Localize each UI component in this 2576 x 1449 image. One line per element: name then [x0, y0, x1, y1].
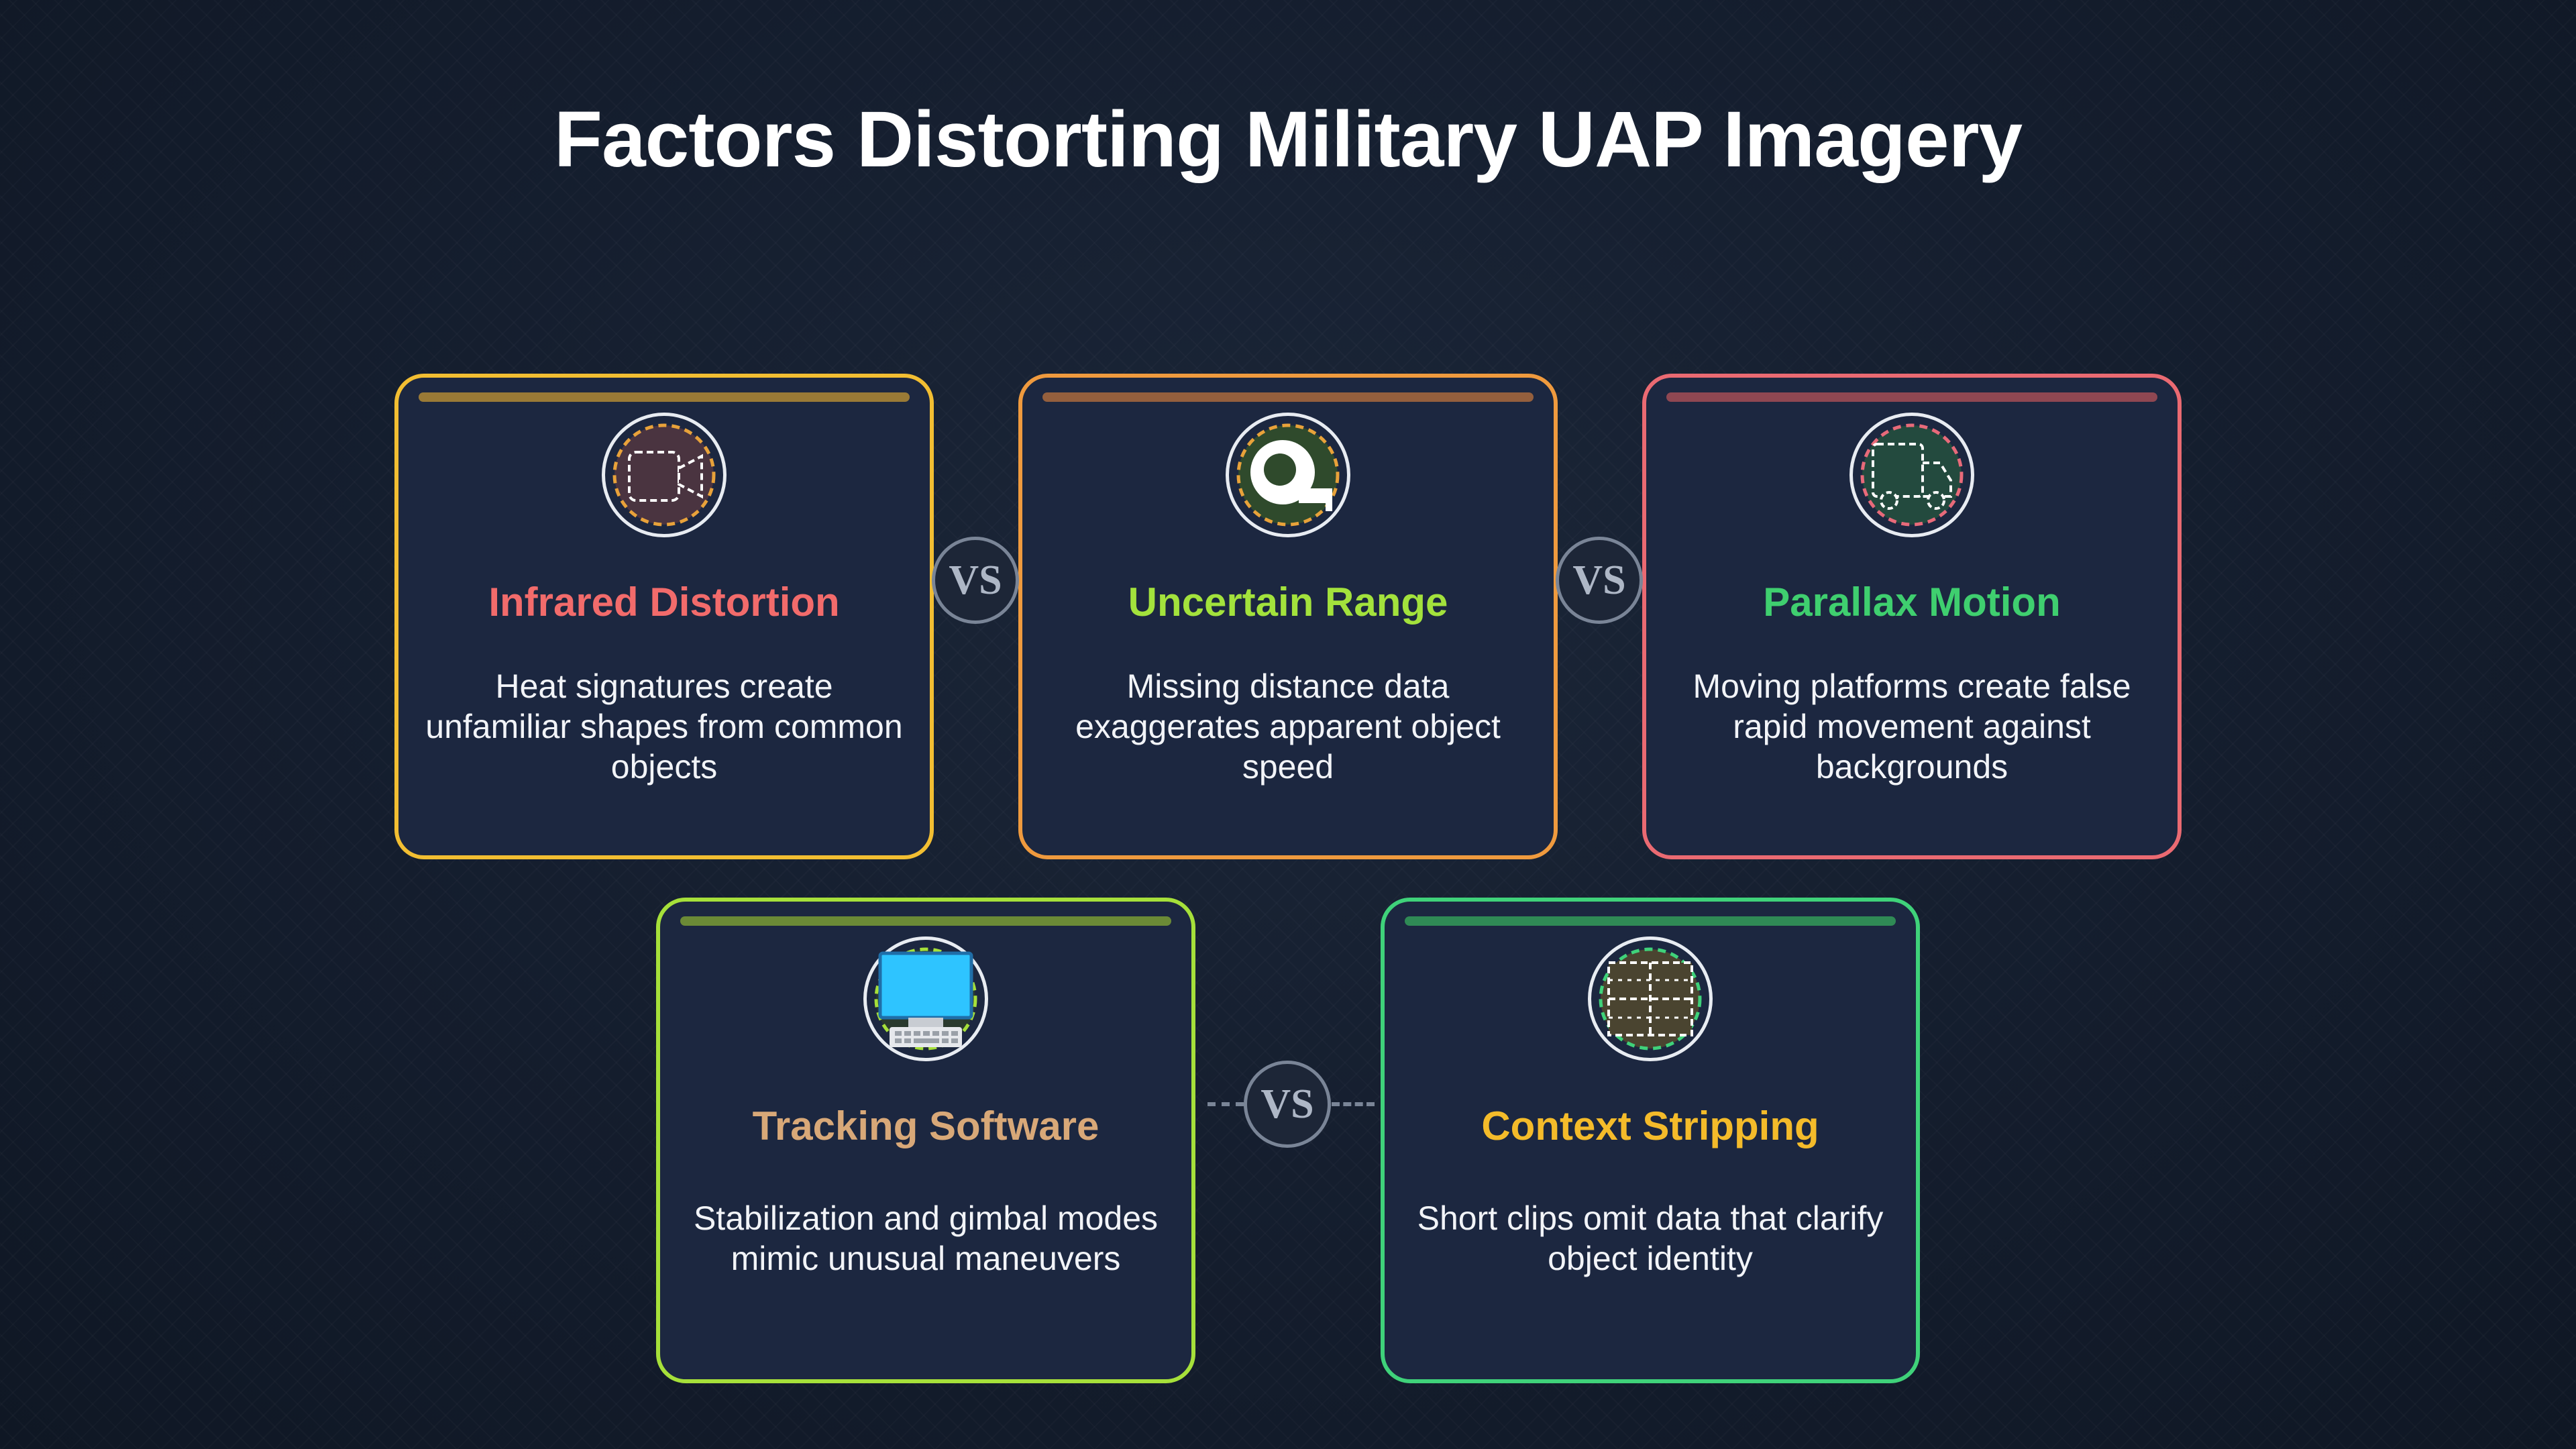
vs-badge-3: VS: [1244, 1061, 1331, 1148]
tape-measure-icon: [1236, 423, 1340, 527]
card-accent-bar: [419, 392, 910, 402]
card-description: Moving platforms create false rapid move…: [1693, 667, 2131, 786]
video-camera-icon: [612, 423, 716, 527]
page-title: Factors Distorting Military UAP Imagery: [553, 95, 2023, 184]
truck-icon: [1860, 423, 1964, 527]
card-accent-bar: [1042, 392, 1534, 402]
vs-badge-2: VS: [1556, 537, 1643, 624]
card-icon-circle: [1849, 413, 1974, 537]
card-accent-bar: [1666, 392, 2157, 402]
card-icon-circle: [1588, 936, 1713, 1061]
card-description: Heat signatures create unfamiliar shapes…: [425, 667, 903, 786]
card-description: Missing distance data exaggerates appare…: [1075, 667, 1501, 786]
card-tracking-software: Tracking Software Stabilization and gimb…: [656, 898, 1195, 1383]
card-title: Parallax Motion: [1763, 580, 2061, 625]
card-accent-bar: [680, 916, 1171, 926]
card-description: Short clips omit data that clarify objec…: [1417, 1199, 1884, 1277]
card-title: Context Stripping: [1481, 1104, 1819, 1148]
card-description: Stabilization and gimbal modes mimic unu…: [693, 1199, 1159, 1277]
vs-badge-1: VS: [932, 537, 1019, 624]
card-icon-circle: [1226, 413, 1350, 537]
vs-connector-right: [1332, 1102, 1375, 1106]
card-accent-bar: [1405, 916, 1896, 926]
card-infrared-distortion: Infrared Distortion Heat signatures crea…: [394, 374, 934, 859]
card-parallax-motion: Parallax Motion Moving platforms create …: [1642, 374, 2182, 859]
film-frame-icon: [1599, 947, 1702, 1051]
card-title: Tracking Software: [752, 1104, 1099, 1148]
card-title: Infrared Distortion: [488, 580, 840, 625]
card-context-stripping: Context Stripping Short clips omit data …: [1381, 898, 1920, 1383]
card-uncertain-range: Uncertain Range Missing distance data ex…: [1018, 374, 1558, 859]
computer-icon: [874, 947, 977, 1051]
card-icon-circle: [863, 936, 988, 1061]
card-icon-circle: [602, 413, 727, 537]
card-title: Uncertain Range: [1128, 580, 1448, 625]
vs-connector-left: [1208, 1102, 1244, 1106]
